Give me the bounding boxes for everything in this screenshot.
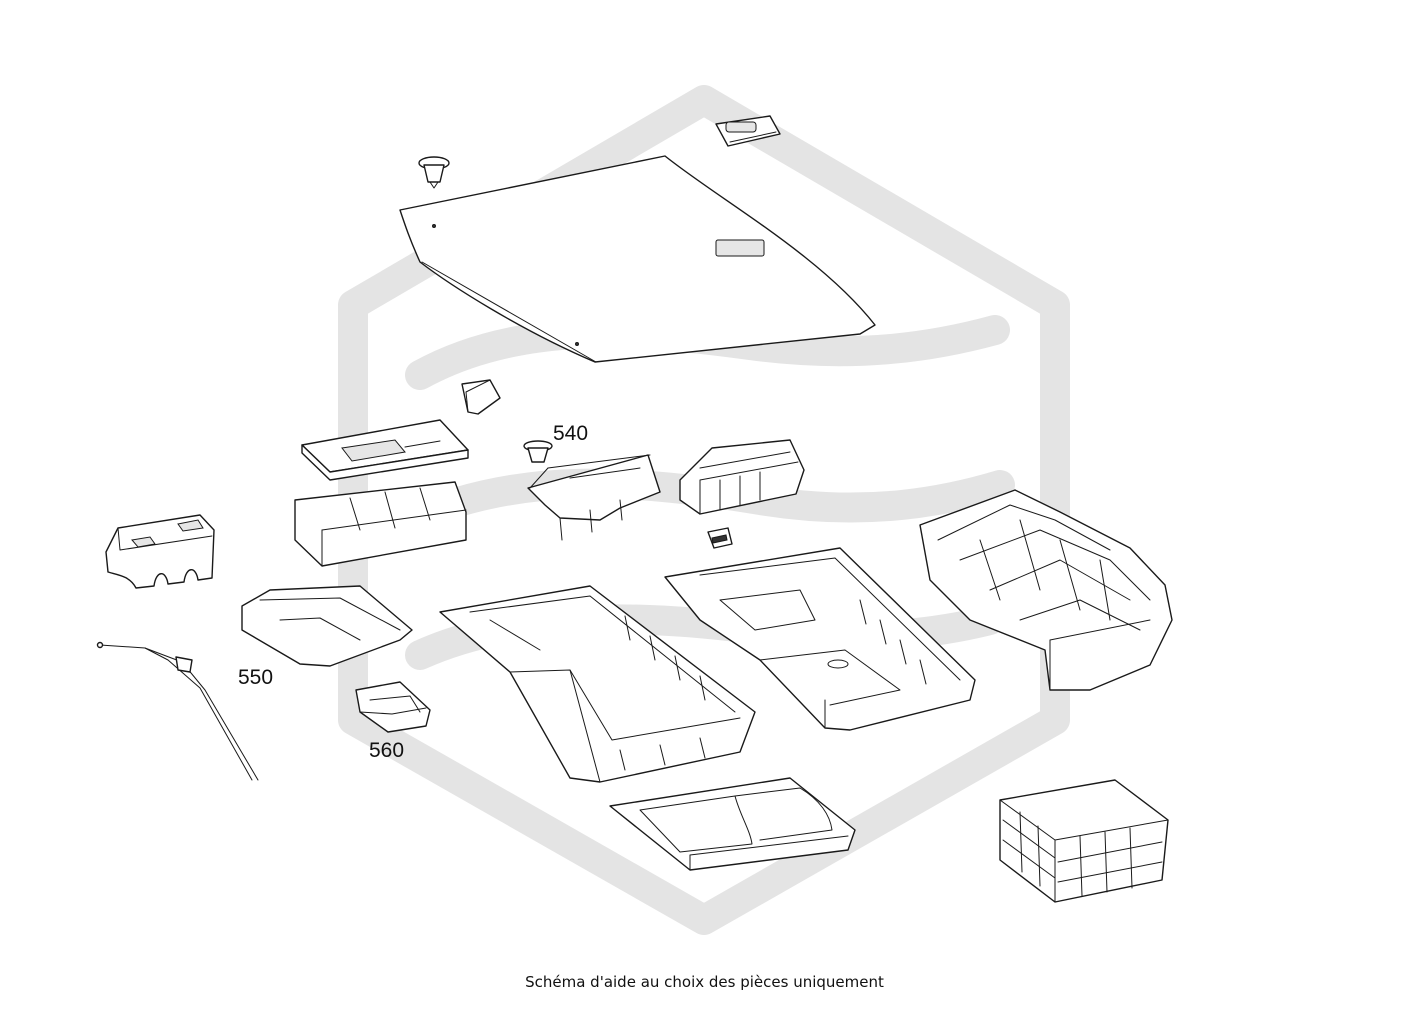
cover-handle	[715, 115, 781, 147]
center-right-tray	[664, 547, 976, 731]
large-foam-insert	[919, 489, 1173, 691]
storage-crate	[999, 779, 1169, 903]
callout-560: 560	[369, 739, 404, 762]
part-560	[355, 681, 431, 733]
left-foam-insert	[105, 514, 215, 589]
center-left-tray	[439, 585, 756, 783]
small-bracket	[461, 379, 501, 415]
callout-550: 550	[238, 666, 273, 689]
clip-540	[523, 440, 553, 463]
part-550-foam	[241, 585, 413, 667]
bottom-tray	[609, 777, 856, 871]
small-clip	[707, 527, 733, 549]
flat-tray-lid	[301, 419, 469, 481]
boot-floor-cover	[399, 155, 876, 363]
foam-storage-block	[294, 481, 467, 567]
tow-bar	[96, 641, 259, 781]
right-holder	[679, 439, 805, 515]
diagram-caption: Schéma d'aide au choix des pièces unique…	[525, 973, 884, 991]
callout-540: 540	[553, 422, 588, 445]
push-clip	[418, 156, 450, 189]
part-540-holder	[527, 454, 661, 541]
